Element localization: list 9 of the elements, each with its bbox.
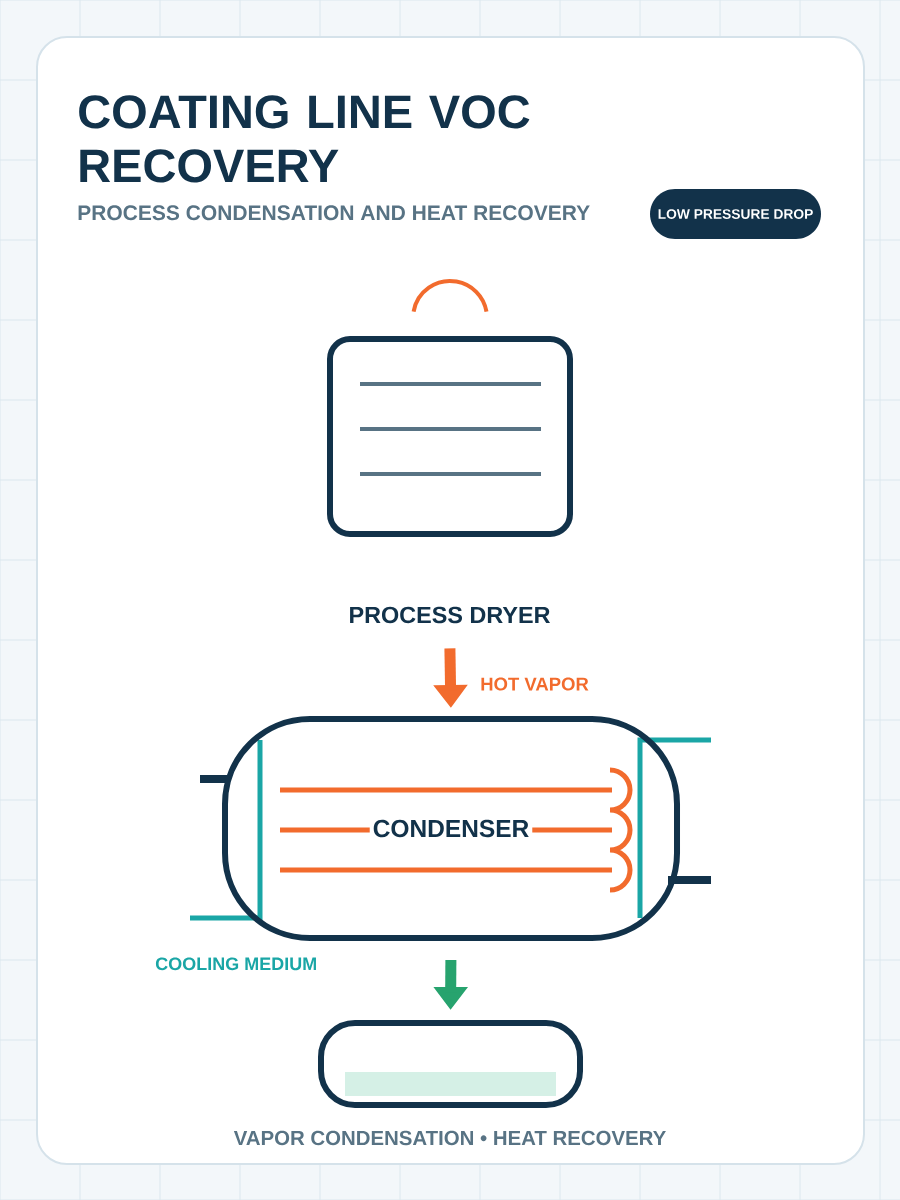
equipment-label: PROCESS DRYER	[350, 606, 550, 624]
footer-caption: VAPOR CONDENSATION • HEAT RECOVERY	[233, 1130, 666, 1146]
subtitle: PROCESS CONDENSATION AND HEAT RECOVERY	[78, 205, 590, 221]
collection-tank	[318, 1020, 583, 1108]
badge: LOW PRESSURE DROP	[650, 189, 821, 239]
condenser-vessel: CONDENSER	[196, 716, 715, 941]
stream-label: COOLING MEDIUM	[155, 957, 316, 971]
edge-label: HOT VAPOR	[481, 677, 589, 691]
title: COATING LINE VOC RECOVERY	[79, 95, 530, 183]
